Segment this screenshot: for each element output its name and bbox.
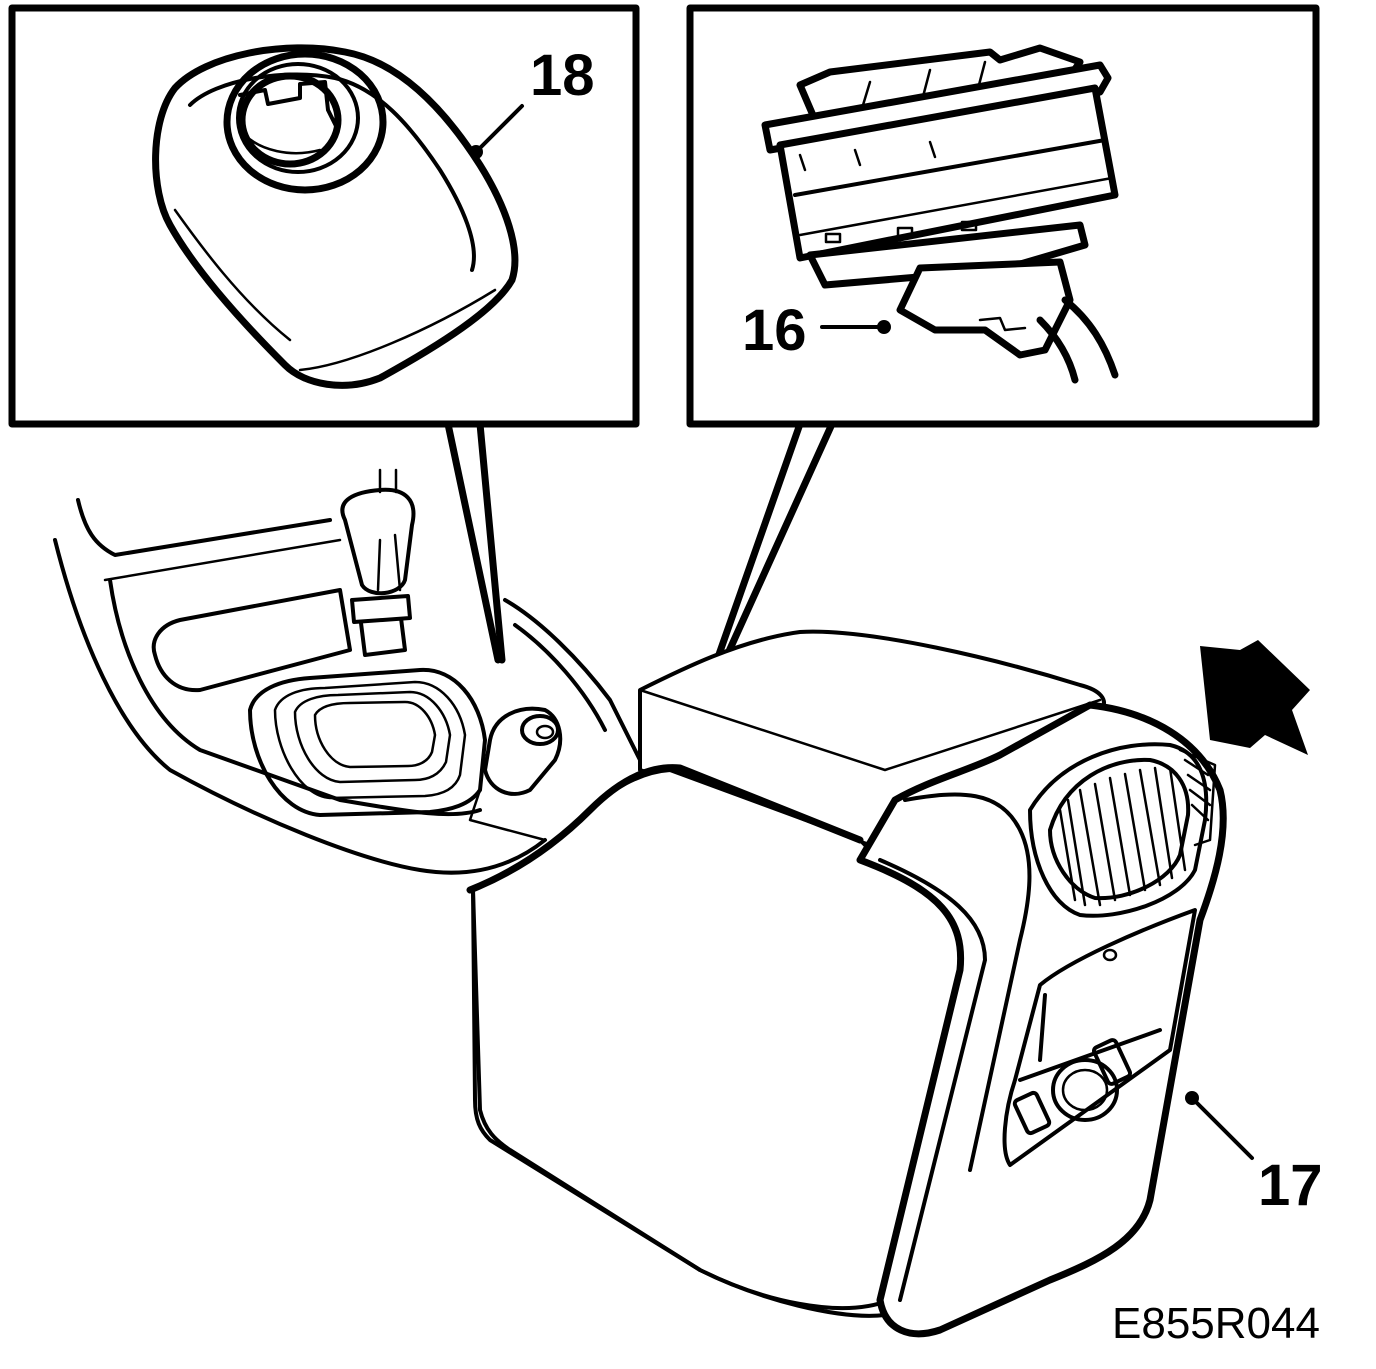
callout-label-17: 17: [1258, 1153, 1323, 1218]
rear-control-panel: [1002, 908, 1197, 1167]
pointer-line-right-b: [721, 420, 836, 664]
leader-line-18: [474, 104, 524, 154]
rear-control-knob: [1051, 1058, 1119, 1122]
rear-air-vent: [1028, 742, 1217, 918]
pointer-line-left-a: [444, 420, 502, 664]
inset-frame-right: [686, 4, 1320, 428]
callout-label-16: 16: [742, 298, 807, 363]
inset-panel-16: 16: [686, 4, 1320, 428]
figure-id: E855R044: [1112, 1299, 1320, 1348]
inset-panel-18: 18: [8, 4, 640, 428]
leader-line-17: [1190, 1096, 1254, 1160]
callout-label-18: 18: [530, 43, 595, 108]
center-console-assembly: [53, 468, 1227, 1338]
inset-frame-left: [8, 4, 640, 428]
rear-switch-button-a: [1091, 1038, 1133, 1086]
ignition-collar-installed: [483, 706, 563, 796]
pointer-line-left-b: [476, 420, 506, 664]
pointer-line-right-a: [706, 420, 804, 684]
gear-knob: [340, 487, 416, 596]
switch-module: [761, 44, 1119, 384]
console-trim-top: [76, 498, 332, 557]
ignition-lock-collar: [152, 44, 519, 389]
armrest-lid: [638, 629, 1106, 847]
view-direction-arrow: [1200, 640, 1310, 755]
rear-switch-button-b: [1012, 1090, 1052, 1136]
